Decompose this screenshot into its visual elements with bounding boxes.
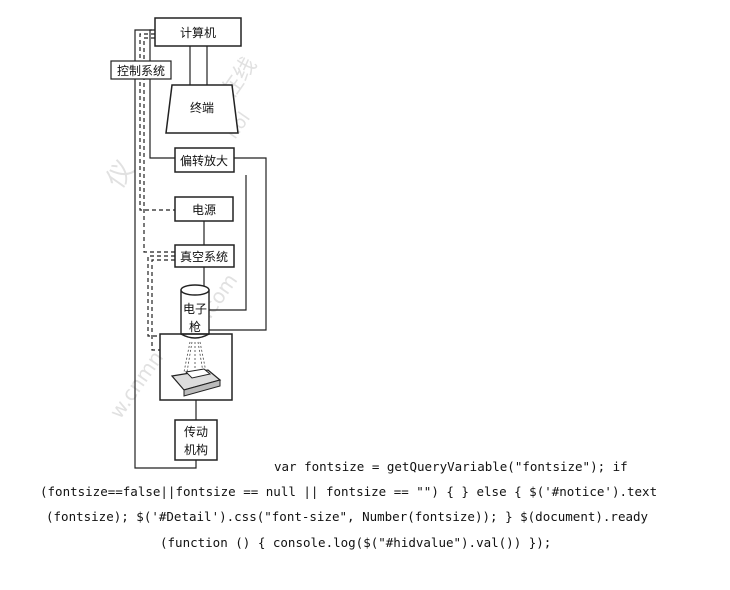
power-supply-box: 电源 <box>174 196 234 222</box>
terminal-label: 终端 <box>190 100 214 115</box>
vacuum-system-box: 真空系统 <box>174 244 235 268</box>
code-line-1: var fontsize = getQueryVariable("fontsiz… <box>274 459 628 474</box>
code-line-4: (function () { console.log($("#hidvalue"… <box>160 535 552 550</box>
terminal-box: 终端 <box>165 84 239 134</box>
code-line-2: (fontsize==false||fontsize == null || fo… <box>40 484 658 499</box>
code-line-3: (fontsize); $('#Detail').css("font-size"… <box>46 509 649 524</box>
vacuum-chamber <box>159 333 233 401</box>
control-system-label: 控制系统 <box>117 64 165 78</box>
deflection-feedback-line <box>208 157 267 331</box>
drive-mechanism-label-line2: 机构 <box>184 442 208 457</box>
electron-beam-system-diagram: 仪 在线 hol w.cnmn .com 计算机 控制系统 <box>101 17 267 469</box>
vacuum-system-label: 真空系统 <box>180 250 228 264</box>
connection-lines <box>134 29 267 469</box>
dashed-line-3 <box>147 255 175 337</box>
computer-label: 计算机 <box>180 25 216 40</box>
deflection-amplifier-label: 偏转放大 <box>180 153 228 168</box>
power-supply-label: 电源 <box>192 203 216 217</box>
outer-control-line <box>134 29 197 469</box>
deflection-to-gun-line <box>208 175 247 311</box>
deflection-amplifier-box: 偏转放大 <box>174 147 235 173</box>
svg-text:w.cnmn: w.cnmn <box>104 346 168 423</box>
drive-mechanism-label-line1: 传动 <box>184 424 208 439</box>
electron-gun-label-line1: 电子 <box>183 302 207 316</box>
dashed-line-2 <box>143 37 175 253</box>
drive-mechanism-box: 传动 机构 <box>174 419 218 461</box>
control-system-box: 控制系统 <box>110 60 172 80</box>
electron-gun: 电子 枪 <box>180 284 210 339</box>
electron-beam <box>183 341 207 373</box>
electron-gun-label-line2: 枪 <box>189 319 201 334</box>
control-to-deflection-line <box>149 29 175 159</box>
dashed-line-1 <box>139 33 175 211</box>
computer-box: 计算机 <box>154 17 242 47</box>
